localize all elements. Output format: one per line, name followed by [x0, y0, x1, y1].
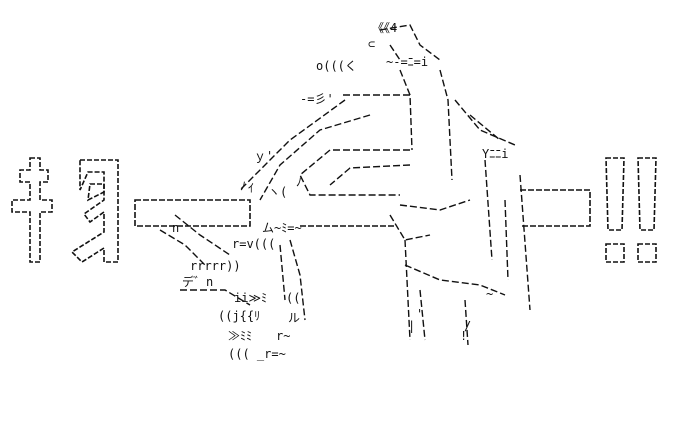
ascii-fragment: r~ [276, 329, 290, 343]
block-letter-ta [70, 159, 119, 264]
ascii-fragment: r=v((( [232, 237, 275, 251]
ascii-fragment: ム~ﾐ=~ [262, 221, 302, 235]
ascii-fragment: デ゛n [182, 274, 213, 289]
ascii-fragment: ii≫ﾐ [234, 291, 267, 305]
ascii-fragment: ((( _r=~ [228, 347, 286, 361]
ascii-fragment: ⊂ [368, 37, 375, 51]
ascii-fragment: ﾉ [240, 179, 246, 193]
ascii-fragment: o(((く [316, 59, 357, 73]
ascii-fragment: Yﾆﾆi [482, 147, 508, 161]
ascii-fragment: ヽ( [268, 185, 287, 199]
block-letter-ki [11, 157, 53, 263]
ascii-fragment: ﾉ [296, 175, 302, 189]
ascii-fragment: ｙ' [254, 149, 273, 163]
ascii-fragment: ｲ [248, 181, 254, 195]
ascii-fragment: -=彡' [300, 92, 334, 106]
ascii-fragment: ~-=ﾆ=i [386, 55, 428, 69]
ascii-fragment: | [408, 319, 415, 333]
ascii-fragment: n [172, 221, 179, 235]
ascii-fragment: / [464, 319, 471, 333]
ascii-fragment: ((j{{ﾘ [218, 309, 260, 323]
ascii-fragment: ~ [486, 287, 493, 301]
figure-outline [159, 24, 531, 346]
exclamation-marks [605, 157, 657, 263]
ascii-fragment: rrrrr)) [190, 259, 241, 273]
ascii-fragment: (( [286, 291, 300, 305]
ascii-fragment: ル [288, 311, 300, 325]
dash-bar-left [134, 199, 251, 227]
ascii-fragment: ≫ﾐ [228, 329, 246, 343]
ascii-fragment: ' [416, 307, 423, 321]
ascii-fragments: 《《4⊂~-=ﾆ=io(((く-=彡'ｙ'ﾉﾉｲヽ(Yﾆﾆinr=v(((ム~ﾐ… [172, 21, 508, 361]
dash-bar-right [300, 189, 591, 227]
ascii-fragment: ﾐ [246, 329, 252, 343]
ascii-fragment: ! [460, 329, 467, 343]
ascii-fragment: 《《4 [372, 21, 397, 35]
